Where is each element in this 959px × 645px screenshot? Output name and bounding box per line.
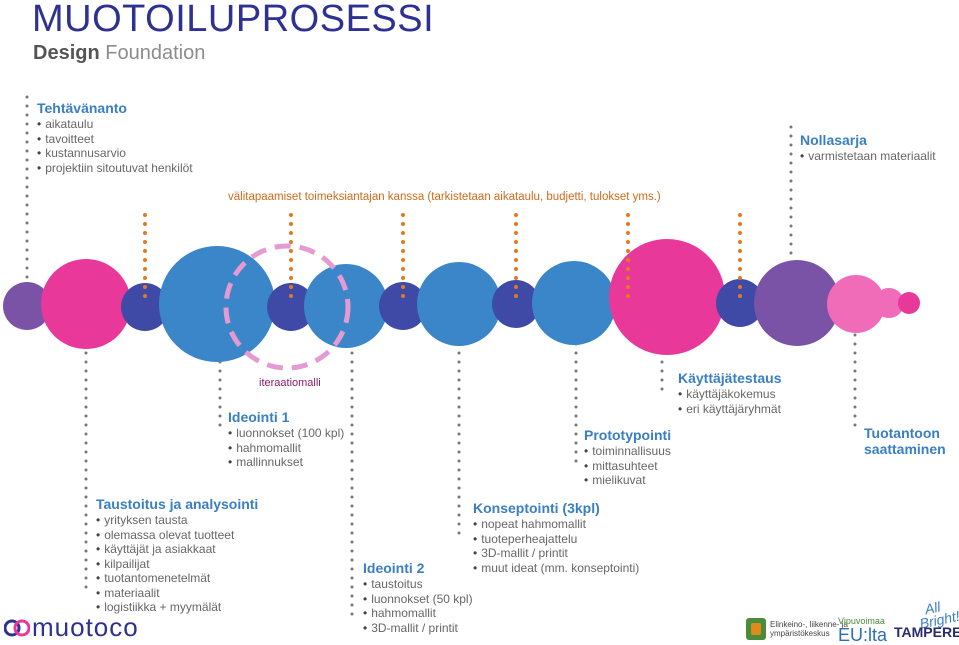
circle-10 [532,261,616,345]
ely-logo: Elinkeino-, liikenne- ja ympäristökeskus [746,618,848,640]
meetings-note: välitapaamiset toimeksiantajan kanssa (t… [228,191,661,203]
list-item: kustannusarvio [37,146,193,161]
block-title: Prototypointi [584,427,672,443]
list-item: eri käyttäjäryhmät [678,402,782,417]
list-item: 3D-mallit / printit [363,621,473,636]
block-konseptointi: Konseptointi (3kpl) nopeat hahmomallit t… [473,500,639,575]
muotoco-wordmark: muotoco [32,612,139,642]
muotoco-mark-icon [3,614,31,637]
list-item: mittasuhteet [584,459,671,474]
ely-line-2: ympäristökeskus [770,629,830,638]
eu-small-text: Vipuvoimaa [838,616,885,626]
list-item: nopeat hahmomallit [473,517,639,532]
eu-logo: Vipuvoimaa EU:lta [838,616,887,644]
eu-big-text: EU:lta [838,625,888,645]
block-tehtavananto: Tehtävänanto aikataulu tavoitteet kustan… [37,100,193,175]
block-kayttajatestaus: Käyttäjätestaus käyttäjäkokemus eri käyt… [678,370,782,416]
block-title: Nollasarja [800,132,867,148]
block-nollasarja: Nollasarja varmistetaan materiaalit [800,132,936,164]
list-item: aikataulu [37,117,193,132]
block-tuotantoon: Tuotantoon saattaminen [864,425,954,457]
list-item: tuotantomenetelmät [96,571,258,586]
list-item: projektiin sitoutuvat henkilöt [37,161,192,176]
list-item: logistiikka + myymälät [96,600,258,615]
list-item: varmistetaan materiaalit [800,149,935,164]
circle-16 [898,292,920,314]
iteration-dashed-circle [223,243,351,371]
list-item: muut ideat (mm. konseptointi) [473,561,639,576]
page-title: MUOTOILUPROSESSI [32,0,435,40]
subtitle-design: Design [33,42,100,64]
circle-5 [267,283,315,331]
list-item: taustoitus [363,577,473,592]
block-taustoitus: Taustoitus ja analysointi yrityksen taus… [96,496,258,615]
circle-7 [379,282,427,330]
ely-line-1: Elinkeino-, liikenne- ja [770,620,848,629]
block-title: Tuotantoon saattaminen [864,425,946,457]
list-item: hahmomallit [363,606,473,621]
subtitle-foundation: Foundation [105,42,206,64]
circle-3 [121,283,169,331]
circle-8 [417,262,501,346]
list-item: yrityksen tausta [96,513,258,528]
list-item: toiminnallisuus [584,444,671,459]
page-subtitle: Design Foundation [33,42,205,65]
block-title: Ideointi 1 [228,409,290,425]
list-item: olemassa olevat tuotteet [96,528,258,543]
ely-mark-icon [746,618,766,640]
list-item: luonnokset (50 kpl) [363,592,472,607]
list-item: 3D-mallit / printit [473,546,639,561]
circle-14 [827,275,885,333]
list-item: materiaalit [96,586,258,601]
block-ideointi2: Ideointi 2 taustoitus luonnokset (50 kpl… [363,560,473,635]
list-item: tavoitteet [37,132,193,147]
list-item: hahmomallit [228,441,344,456]
circle-12 [716,279,764,327]
circle-1 [3,282,51,330]
list-item: käyttäjäkokemus [678,387,782,402]
list-item: tuoteperheajattelu [473,532,639,547]
block-title: Konseptointi (3kpl) [473,500,600,516]
list-item: mielikuvat [584,473,671,488]
circle-2 [41,259,131,349]
block-ideointi1: Ideointi 1 luonnokset (100 kpl) hahmomal… [228,409,344,470]
circle-11 [609,239,725,355]
list-item: luonnokset (100 kpl) [228,426,344,441]
muotoco-logo: muotoco [3,612,139,643]
block-title: Taustoitus ja analysointi [96,496,259,512]
circle-9 [492,280,540,328]
iteration-label: iteraatiomalli [259,377,321,389]
process-circles [3,239,920,362]
circle-4 [159,246,275,362]
block-prototypointi: Prototypointi toiminnallisuus mittasuhte… [584,427,671,488]
circle-15 [874,288,904,318]
block-title: Käyttäjätestaus [678,370,782,386]
circle-13 [754,260,840,346]
meeting-lines [143,213,742,305]
block-title: Ideointi 2 [363,560,425,576]
tampere-logo: TAMPERE [894,624,959,640]
block-title: Tehtävänanto [37,100,127,116]
list-item: mallinnukset [228,455,344,470]
list-item: käyttäjät ja asiakkaat [96,542,258,557]
list-item: kilpailijat [96,557,258,572]
